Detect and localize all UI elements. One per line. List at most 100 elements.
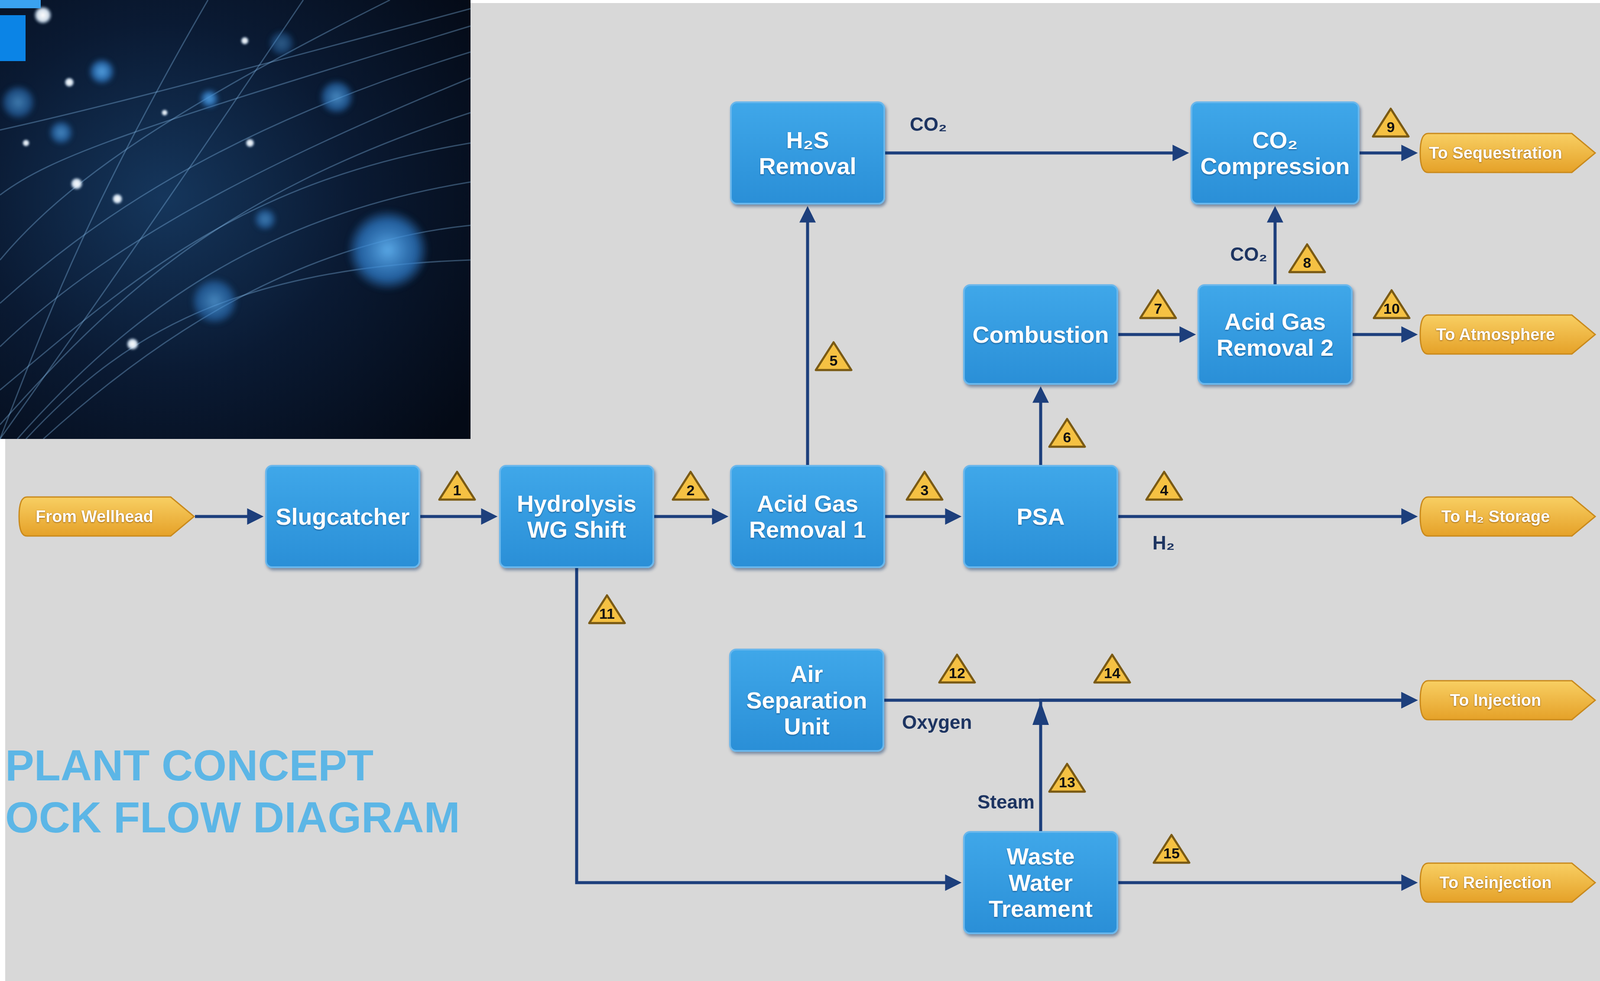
flow-connector <box>1118 333 1193 337</box>
callout-badge: 13 <box>1047 761 1087 794</box>
callout-badge: 6 <box>1047 416 1087 449</box>
callout-badge: 12 <box>937 652 977 685</box>
fiber-tips <box>22 5 255 351</box>
fiber-tip <box>64 77 75 88</box>
fiber-strand <box>0 112 471 425</box>
callout-number: 14 <box>1092 652 1132 682</box>
process-box: PSA <box>963 464 1119 568</box>
callout-number: 15 <box>1152 832 1192 862</box>
callout-number: 5 <box>814 340 854 370</box>
callout-number: 1 <box>437 469 477 499</box>
title-holder: PLANT CONCEPT OCK FLOW DIAGRAM <box>5 739 471 844</box>
bokeh-light <box>190 277 239 325</box>
callout-badge: 14 <box>1092 652 1132 685</box>
callout-badge: 3 <box>905 469 945 502</box>
fiber-strand <box>0 0 208 439</box>
terminal-arrow: To Injection <box>1419 679 1597 721</box>
terminal-arrow: From Wellhead <box>18 496 195 537</box>
node-text: From Wellhead <box>18 496 171 537</box>
flow-label: CO₂ <box>909 113 948 136</box>
fiber-strand <box>0 77 471 347</box>
node-text: Hydrolysis WG Shift <box>507 490 646 543</box>
bokeh-light <box>319 79 354 115</box>
node-text: Air Separation Unit <box>737 660 876 740</box>
flow-connector <box>1352 333 1415 337</box>
process-box: CO₂ Compression <box>1190 101 1360 205</box>
bokeh-light <box>48 120 74 145</box>
bokeh-lights <box>0 30 429 325</box>
fiber-tip <box>245 138 255 148</box>
flow-connector <box>420 515 494 519</box>
bokeh-light <box>199 89 219 109</box>
bokeh-light <box>0 84 36 120</box>
callout-number: 3 <box>905 469 945 499</box>
bokeh-light <box>268 30 295 57</box>
callout-badge: 2 <box>671 469 711 502</box>
left-strip <box>0 438 6 981</box>
fiber-strand <box>17 181 471 439</box>
node-text: CO₂ Compression <box>1199 126 1351 180</box>
node-text: Waste Water Treament <box>971 843 1110 922</box>
flow-connector <box>1118 515 1415 519</box>
callout-number: 7 <box>1138 288 1178 318</box>
fiber-tip <box>33 5 53 25</box>
callout-number: 10 <box>1372 288 1412 318</box>
edge-label-holder: CO₂ <box>909 113 948 136</box>
bokeh-light <box>253 207 277 231</box>
callout-number: 4 <box>1144 469 1184 499</box>
fiber-tip <box>111 193 124 205</box>
process-box: Slugcatcher <box>265 464 421 568</box>
fiber-strand <box>0 25 471 195</box>
node-text: To Sequestration <box>1419 132 1572 174</box>
callout-badge: 10 <box>1372 288 1412 321</box>
callout-number: 12 <box>937 652 977 682</box>
callout-number: 13 <box>1047 761 1087 791</box>
edge-label-holder: Steam <box>977 791 1035 814</box>
flow-connector <box>885 151 1186 155</box>
fiber-strand <box>0 8 471 130</box>
callout-badge: 11 <box>587 593 627 626</box>
callout-number: 2 <box>671 469 711 499</box>
flow-label: CO₂ <box>1230 243 1268 266</box>
flow-label: Steam <box>977 791 1035 814</box>
terminal-arrow: To Atmosphere <box>1419 314 1597 355</box>
flow-connector <box>654 515 725 519</box>
process-box: Combustion <box>963 284 1119 385</box>
flow-connector <box>806 209 810 465</box>
fiber-tip <box>240 36 250 46</box>
process-box: Acid Gas Removal 1 <box>730 464 886 568</box>
terminal-arrow: To H₂ Storage <box>1419 496 1597 537</box>
callout-number: 6 <box>1047 416 1087 446</box>
photo-ground <box>0 0 471 439</box>
process-box: Air Separation Unit <box>729 648 885 752</box>
node-text: H₂S Removal <box>738 126 877 180</box>
edge-label-holder: CO₂ <box>1230 243 1268 266</box>
process-box: H₂S Removal <box>730 101 886 205</box>
callout-badge: 4 <box>1144 469 1184 502</box>
callout-badge: 15 <box>1152 832 1192 865</box>
callout-badge: 5 <box>814 340 854 373</box>
callout-badge: 7 <box>1138 288 1178 321</box>
fiber-tip <box>70 177 84 191</box>
flow-connector <box>1040 700 1415 831</box>
terminal-arrow: To Reinjection <box>1419 862 1597 903</box>
edge-label-holder: Oxygen <box>902 711 972 734</box>
fiber-strands <box>0 0 471 439</box>
flow-connector <box>576 567 958 883</box>
node-text: Acid Gas Removal 1 <box>738 490 877 543</box>
callout-badge: 9 <box>1371 106 1411 139</box>
bokeh-light <box>346 208 429 292</box>
bokeh-light <box>88 58 115 85</box>
node-text: Slugcatcher <box>273 503 412 530</box>
callout-number: 9 <box>1371 106 1411 136</box>
corner-block <box>0 15 26 62</box>
diagram-title: PLANT CONCEPT OCK FLOW DIAGRAM <box>5 739 471 844</box>
corner-bar <box>0 0 41 9</box>
node-text: Combustion <box>971 321 1110 348</box>
terminal-arrow: To Sequestration <box>1419 132 1597 174</box>
fiber-strand <box>0 0 390 260</box>
fiber-tip <box>126 337 140 351</box>
fiber-tip <box>22 139 30 147</box>
callout-number: 11 <box>587 593 627 623</box>
